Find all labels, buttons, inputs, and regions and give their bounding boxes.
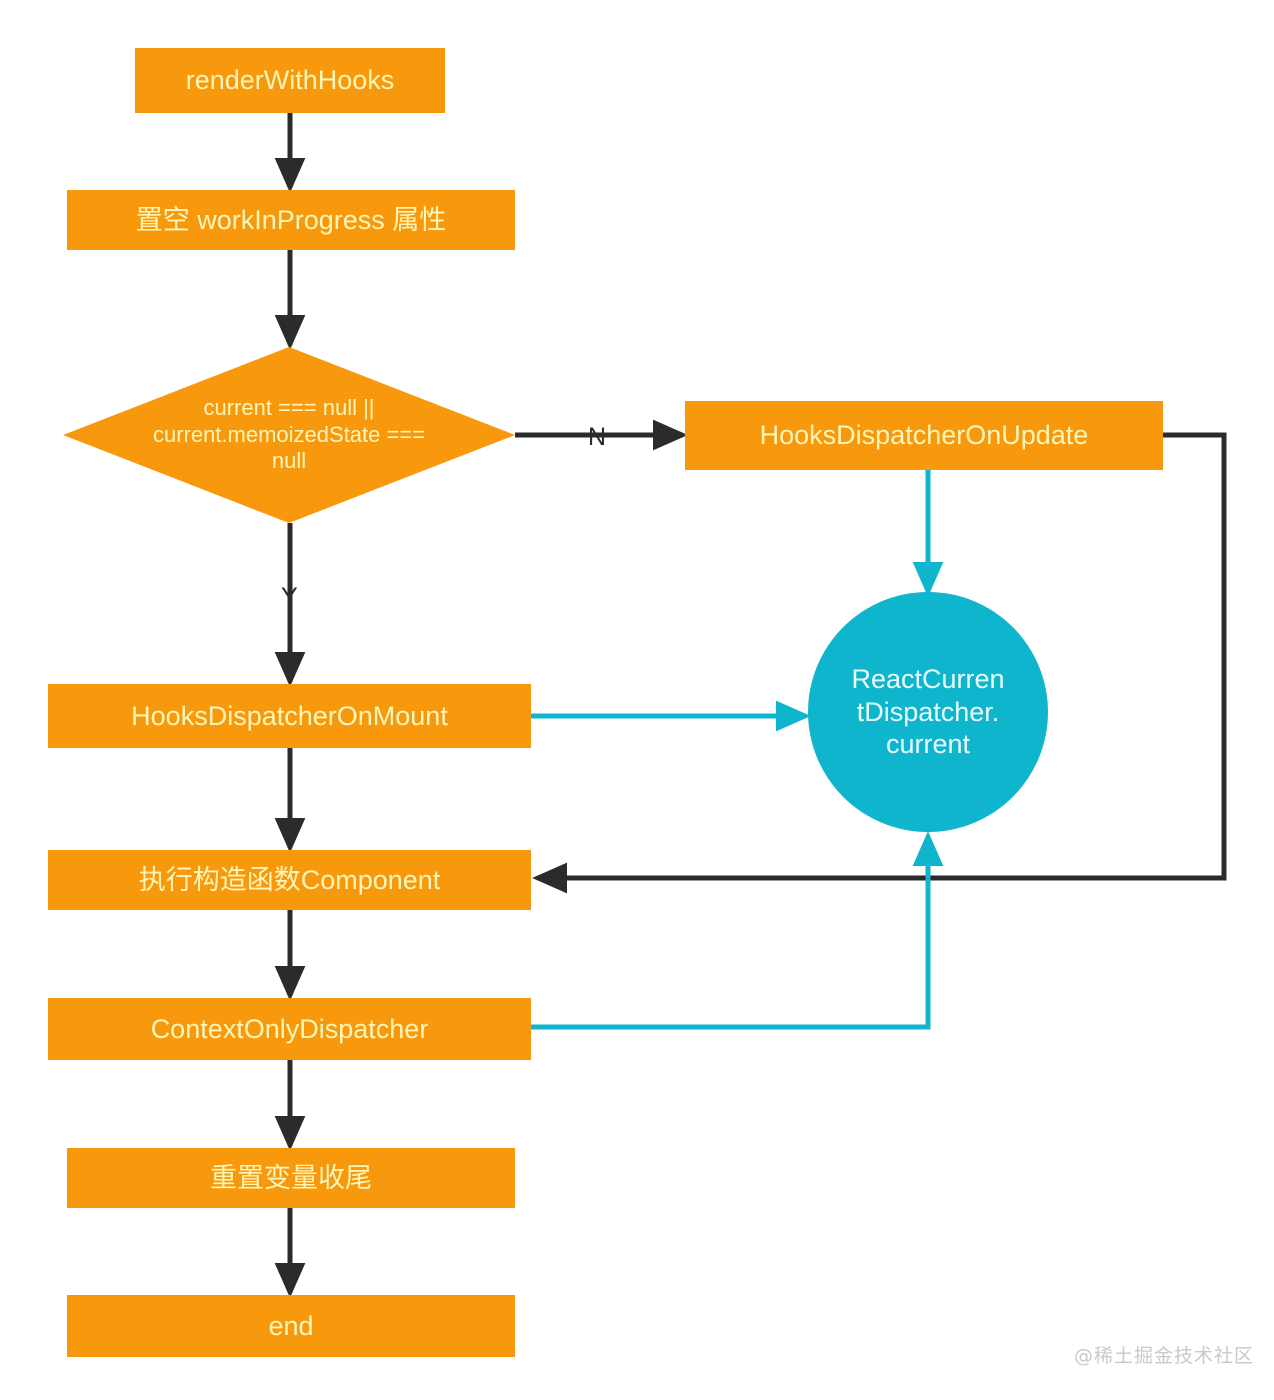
edge-label-yes: Y	[281, 583, 298, 611]
node-label: HooksDispatcherOnMount	[131, 700, 448, 731]
node-render-with-hooks[interactable]: renderWithHooks	[135, 48, 445, 113]
node-label: 重置变量收尾	[210, 1162, 372, 1193]
watermark: @稀土掘金技术社区	[1074, 1345, 1255, 1367]
node-label: renderWithHooks	[185, 65, 395, 96]
edge-onupdate-to-runcomponent	[532, 432, 1227, 894]
node-label: current === null || current.memoizedStat…	[152, 394, 426, 474]
node-label: ContextOnlyDispatcher	[150, 1013, 429, 1044]
node-context-only-dispatcher[interactable]: ContextOnlyDispatcher	[48, 998, 531, 1060]
node-reset-vars[interactable]: 重置变量收尾	[67, 1148, 515, 1208]
node-run-component[interactable]: 执行构造函数Component	[48, 850, 531, 910]
edge-label-no: N	[588, 423, 607, 451]
node-label: 执行构造函数Component	[138, 864, 441, 895]
edge-contextonly-to-dispatcher	[531, 831, 944, 1030]
node-label: 置空 workInProgress 属性	[135, 204, 447, 235]
node-hooks-dispatcher-on-mount[interactable]: HooksDispatcherOnMount	[48, 684, 531, 748]
node-end[interactable]: end	[67, 1295, 515, 1357]
node-label: ReactCurren tDispatcher. current	[851, 663, 1005, 760]
node-label: end	[268, 1310, 314, 1341]
node-decision-current-null[interactable]: current === null || current.memoizedStat…	[63, 347, 515, 523]
node-clear-workinprogress[interactable]: 置空 workInProgress 属性	[67, 190, 515, 250]
node-react-current-dispatcher-current[interactable]: ReactCurren tDispatcher. current	[808, 592, 1048, 832]
node-hooks-dispatcher-on-update[interactable]: HooksDispatcherOnUpdate	[685, 401, 1163, 470]
node-label: HooksDispatcherOnUpdate	[759, 420, 1089, 451]
